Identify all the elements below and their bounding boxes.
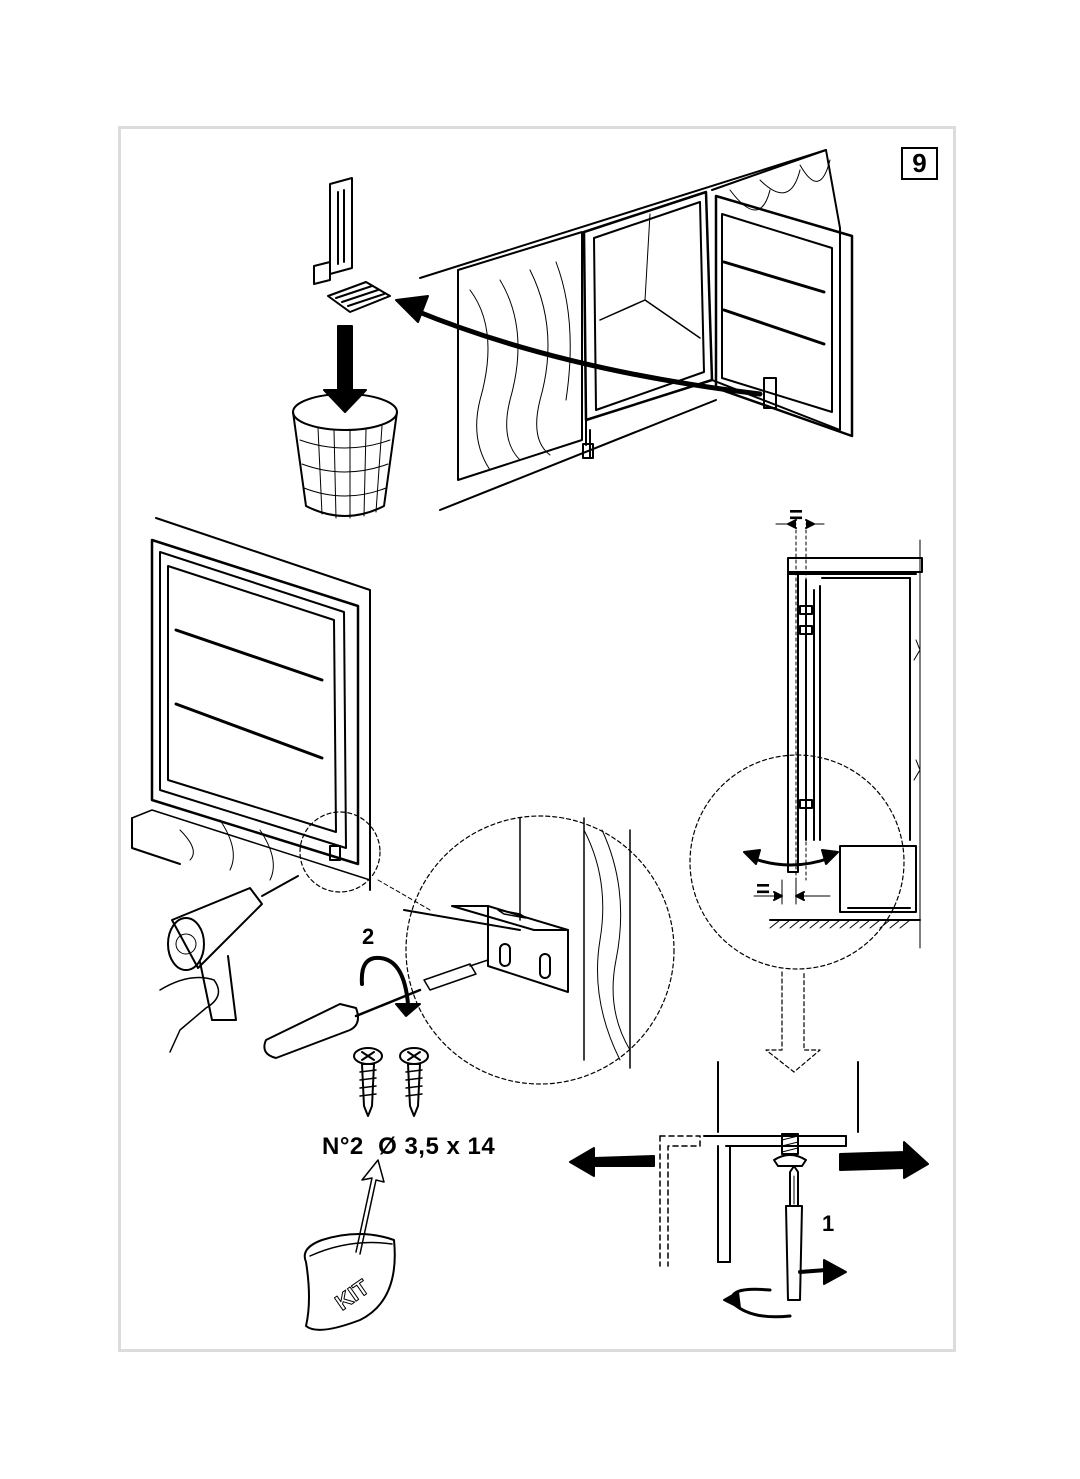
cabinet-door-icon (131, 517, 371, 891)
equal-gap-bottom-label: = (756, 876, 771, 903)
side-section-view (753, 519, 923, 949)
screw-icon (353, 1047, 383, 1117)
screwdriver-icon (263, 959, 489, 1059)
arrow-icon (839, 1141, 929, 1179)
arrow-icon (765, 971, 821, 1073)
step-number-badge: 9 (901, 147, 938, 180)
equal-gap-top-label: = (789, 502, 804, 529)
adjustment-detail (659, 1061, 859, 1267)
bracket-detail (403, 817, 631, 1069)
wastebasket-icon (292, 393, 398, 519)
arrow-icon (323, 325, 367, 413)
detail-circle-bracket (405, 815, 675, 1085)
screw-icon (399, 1047, 429, 1117)
power-drill-icon (159, 875, 299, 1053)
rotation-arrow-icon (723, 1259, 847, 1319)
kit-bag-icon: KIT (303, 1159, 396, 1331)
rotation-arrow-icon (359, 955, 421, 1017)
detail-circle-small (299, 811, 381, 893)
cabinet-appliance-icon (419, 149, 854, 511)
detail-circle-door-gap (689, 754, 905, 970)
page-frame (118, 126, 956, 1352)
kit-bag-label: KIT (330, 1274, 374, 1315)
template-jig-icon (313, 177, 391, 313)
arrow-icon (569, 1147, 655, 1177)
arrow-icon (395, 295, 763, 397)
step-two-label: 2 (362, 924, 375, 949)
rotation-arrow-icon (743, 849, 839, 867)
screw-spec-label: N°2 Ø 3,5 x 14 (322, 1133, 496, 1160)
step-one-label: 1 (822, 1211, 835, 1236)
screwdriver-icon (785, 1165, 803, 1301)
